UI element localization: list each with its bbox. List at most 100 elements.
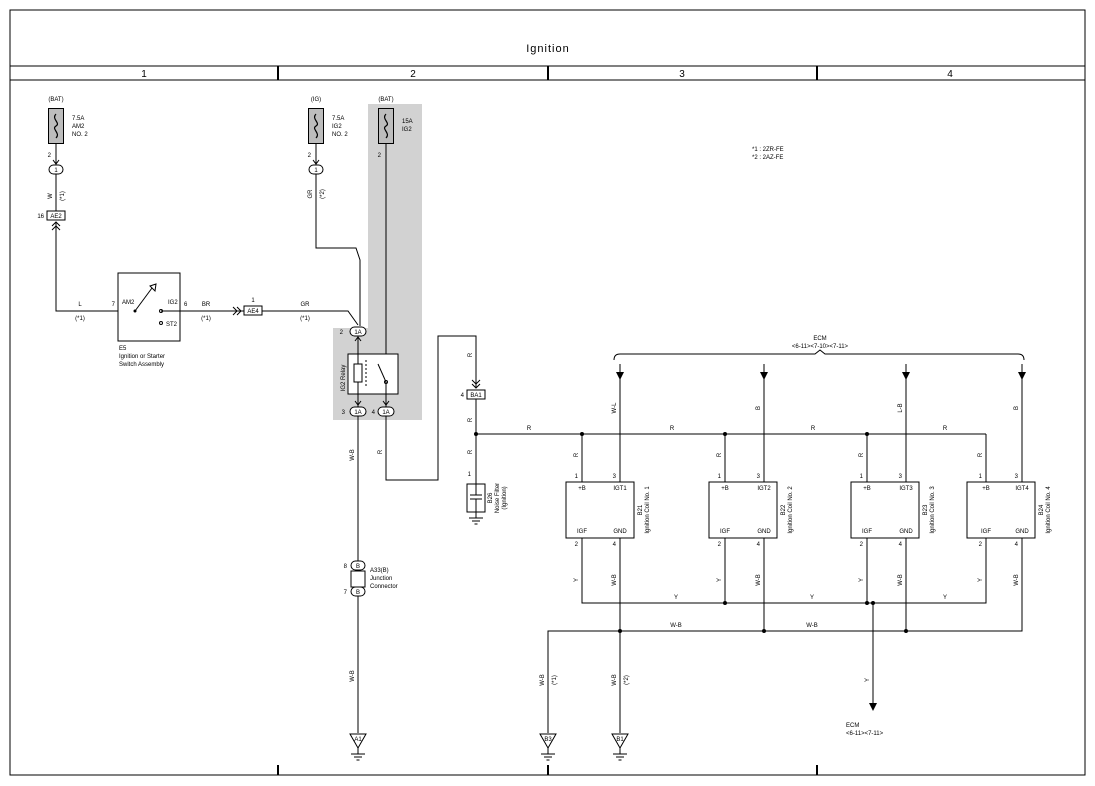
wire-color-label: W-B	[540, 674, 546, 686]
ground-label: B3	[544, 737, 552, 743]
pin-number: 2	[340, 330, 344, 336]
terminal-label: GND	[899, 529, 913, 535]
wire-color-label: W-B	[350, 670, 356, 682]
wire-color-label: W-B	[806, 623, 818, 629]
ground-b1: B1	[611, 733, 629, 761]
pin-number: 3	[899, 474, 903, 480]
ig2-relay: 2 1A IG2 Relay 1A 3 1A 4	[340, 326, 399, 417]
pin-number: 2	[860, 542, 864, 548]
terminal-label: IGT4	[1015, 486, 1029, 492]
wire-color-label: R	[378, 449, 384, 454]
wire-color-label: W-B	[350, 449, 356, 461]
terminal-label: IGF	[720, 529, 730, 535]
pin-number: 2	[575, 542, 579, 548]
pin-number: 16	[37, 214, 44, 220]
wire-color-label: W-B	[612, 674, 618, 686]
component-code: B22	[781, 504, 787, 515]
wire-color-label: Y	[978, 578, 984, 582]
wire-color-label: W-B	[898, 574, 904, 586]
component-name: Junction	[370, 576, 392, 582]
ground-label: A1	[354, 737, 362, 743]
connector-label: BA1	[470, 393, 482, 399]
terminal-label: GND	[613, 529, 627, 535]
ignition-coil-2: 1 3 +B IGT2 IGF GND 2 4 B22 Ignition Coi…	[708, 474, 794, 548]
wire-color-label: W-B	[756, 574, 762, 586]
connector-label: B	[356, 590, 360, 596]
wire-color-label: Y	[810, 595, 814, 601]
pin-number: 2	[979, 542, 983, 548]
pin-number: 2	[308, 153, 312, 159]
zone-label: 2	[410, 69, 416, 80]
diagram-frame	[9, 9, 1086, 776]
terminal-label: IG2	[168, 300, 178, 306]
component-code: B24	[1039, 504, 1045, 515]
diagram-title: Ignition	[526, 43, 569, 55]
wire-color-label: R	[468, 417, 474, 422]
wire-color-label: BR	[202, 302, 211, 308]
pin-number: 4	[372, 410, 376, 416]
wire-color-label: R	[468, 449, 474, 454]
component-code: B21	[638, 504, 644, 515]
connector-label: 1A	[382, 410, 389, 416]
terminal-label: IGF	[862, 529, 872, 535]
pin-number: 1	[251, 298, 255, 304]
connector-ae4: AE4 1	[232, 298, 263, 316]
wire-color-label: B	[1014, 406, 1020, 410]
ecm-refs: <6-11><7-11>	[846, 731, 884, 737]
connector-label: B	[356, 564, 360, 570]
wire-variant-label: (*2)	[624, 675, 630, 685]
ground-b3: B3	[539, 733, 557, 761]
component-name: Noise Filter	[495, 483, 501, 513]
wire-color-label: W-B	[1014, 574, 1020, 586]
engine-note: *2 : 2AZ-FE	[752, 155, 783, 161]
component-code: B26	[488, 492, 494, 503]
connector-label: 1	[54, 168, 58, 174]
connector-label: 1A	[354, 330, 361, 336]
component-name: (Ignition)	[502, 486, 508, 509]
fuse-rating: 7.5A	[332, 116, 344, 122]
fuse-ig2-no2: (IG) 7.5A IG2 NO. 2 2 1	[308, 97, 348, 175]
pin-number: 4	[1015, 542, 1019, 548]
ecm-label: ECM	[846, 723, 859, 729]
connector-label: 1A	[354, 410, 361, 416]
component-code: A33(B)	[370, 568, 389, 574]
component-name: Connector	[370, 584, 398, 590]
component-code: B23	[923, 504, 929, 515]
pin-number: 4	[461, 393, 465, 399]
ecm-top: ECM <6-11><7-10><7-11>	[613, 336, 1025, 361]
wire-color-label: W-B	[670, 623, 682, 629]
terminal-label: IGT2	[757, 486, 771, 492]
wire-color-label: R	[811, 426, 816, 432]
wire-color-label: R	[468, 352, 474, 357]
zone-label: 1	[141, 69, 147, 80]
connector-ae2: AE2 16	[37, 210, 66, 231]
wire-color-label: R	[978, 452, 984, 457]
pin-number: 1	[979, 474, 983, 480]
pin-number: 2	[378, 153, 382, 159]
wire-variant-label: (*1)	[552, 675, 558, 685]
pin-number: 3	[1015, 474, 1019, 480]
wire-color-label: R	[527, 426, 532, 432]
wire-color-label: W-L	[612, 402, 618, 414]
component-name: Switch Assembly	[119, 362, 164, 368]
component-name: Ignition Coil No. 2	[788, 486, 794, 534]
terminal-label: +B	[578, 486, 586, 492]
wire-variant-label: (*2)	[320, 189, 326, 199]
pin-number: 1	[860, 474, 864, 480]
wire-color-label: R	[943, 426, 948, 432]
component-name: Ignition Coil No. 3	[930, 486, 936, 534]
pin-number: 2	[48, 153, 52, 159]
pin-number: 4	[613, 542, 617, 548]
terminal-label: IGT1	[613, 486, 627, 492]
zone-label: 4	[947, 69, 953, 80]
zone-label: 3	[679, 69, 685, 80]
terminal-label: GND	[757, 529, 771, 535]
ground-label: B1	[616, 737, 624, 743]
wire-color-label: L-B	[898, 403, 904, 412]
fuse-am2: (BAT) 7.5A AM2 NO. 2 2 1	[48, 97, 88, 175]
pin-number: 7	[344, 590, 348, 596]
component-name: Ignition Coil No. 4	[1046, 486, 1052, 534]
ecm-label: ECM	[813, 336, 826, 342]
engine-note: *1 : 2ZR-FE	[752, 147, 784, 153]
